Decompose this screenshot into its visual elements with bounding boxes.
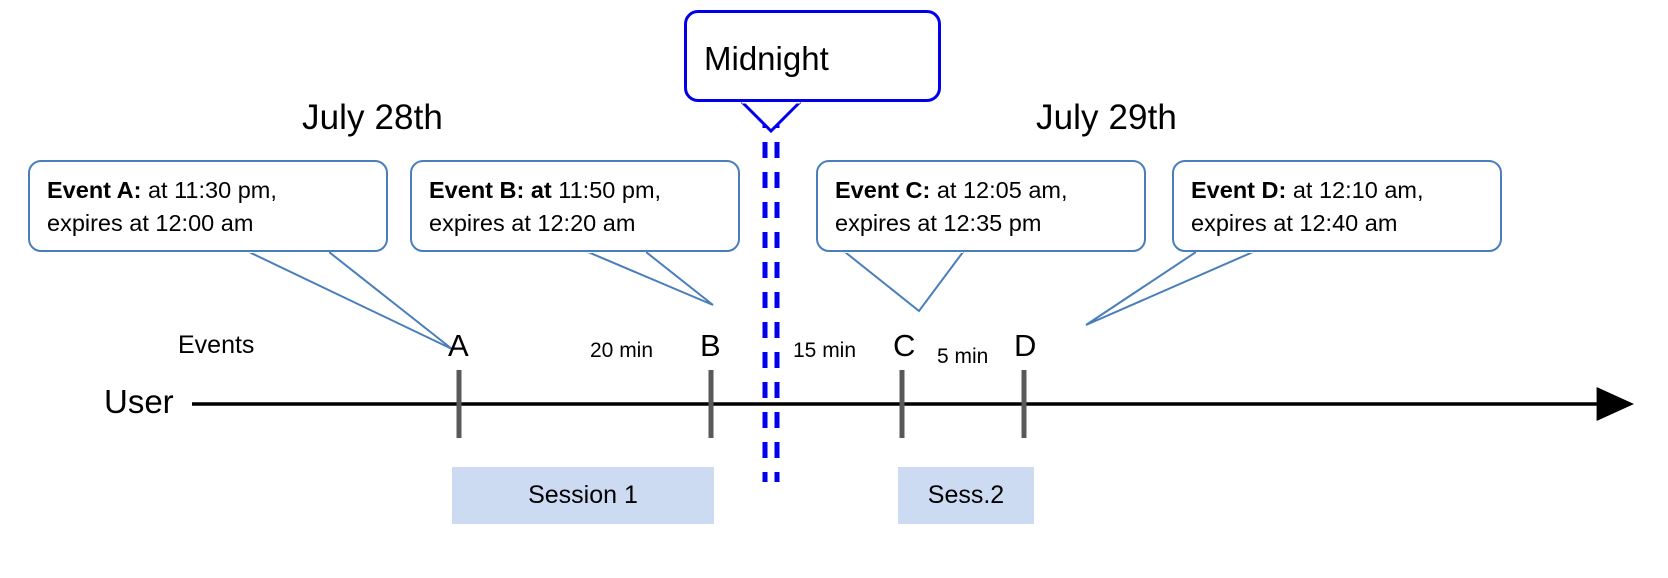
event-callout-b-rest: 11:50 pm, <box>551 177 662 203</box>
event-callout-b-line1: Event B: at 11:50 pm, <box>429 174 738 207</box>
midnight-dashed-line <box>762 112 780 482</box>
interval-label-bc: 15 min <box>793 339 857 362</box>
event-callout-c-line1: Event C: at 12:05 am, <box>835 174 1144 207</box>
session-box-2: Sess.2 <box>898 467 1034 524</box>
event-callout-a-bold: Event A: <box>47 177 142 203</box>
marker-letter-a: A <box>448 328 469 363</box>
marker-letter-d: D <box>1014 328 1037 363</box>
event-callout-b: Event B: at 11:50 pm, expires at 12:20 a… <box>410 160 740 252</box>
event-callout-a: Event A: at 11:30 pm, expires at 12:00 a… <box>28 160 388 252</box>
event-callout-d-bold: Event D: <box>1191 177 1287 203</box>
event-callout-b-line2: expires at 12:20 am <box>429 210 636 236</box>
midnight-callout-box <box>684 10 941 102</box>
date-heading-july-28: July 28th <box>302 98 443 137</box>
date-heading-july-29: July 29th <box>1036 98 1177 137</box>
event-callout-a-rest: at 11:30 pm, <box>141 177 277 203</box>
event-callout-c: Event C: at 12:05 am, expires at 12:35 p… <box>816 160 1146 252</box>
leader-line-b <box>587 249 714 306</box>
leader-line-c <box>844 249 964 313</box>
event-callout-d: Event D: at 12:10 am, expires at 12:40 a… <box>1172 160 1502 252</box>
marker-letter-c: C <box>893 328 916 363</box>
leader-line-a <box>248 249 453 350</box>
midnight-callout-tail <box>740 98 802 134</box>
user-row-label: User <box>104 383 174 420</box>
interval-label-cd: 5 min <box>937 345 989 368</box>
event-callout-c-line2: expires at 12:35 pm <box>835 210 1042 236</box>
session-box-1: Session 1 <box>452 467 714 524</box>
leader-line-d <box>1085 249 1254 326</box>
interval-label-ab: 20 min <box>590 339 654 362</box>
midnight-callout-label: Midnight <box>704 40 829 77</box>
event-callout-a-line1: Event A: at 11:30 pm, <box>47 174 386 207</box>
event-callout-c-bold: Event C: <box>835 177 931 203</box>
marker-letter-b: B <box>700 328 721 363</box>
event-callout-a-line2: expires at 12:00 am <box>47 210 254 236</box>
event-tick-marks <box>456 370 1027 438</box>
event-callout-b-bold: Event B: at <box>429 177 552 203</box>
event-callout-d-rest: at 12:10 am, <box>1286 177 1424 203</box>
event-callout-d-line2: expires at 12:40 am <box>1191 210 1398 236</box>
event-callout-c-rest: at 12:05 am, <box>930 177 1068 203</box>
event-callout-d-line1: Event D: at 12:10 am, <box>1191 174 1500 207</box>
events-row-label: Events <box>178 331 255 359</box>
